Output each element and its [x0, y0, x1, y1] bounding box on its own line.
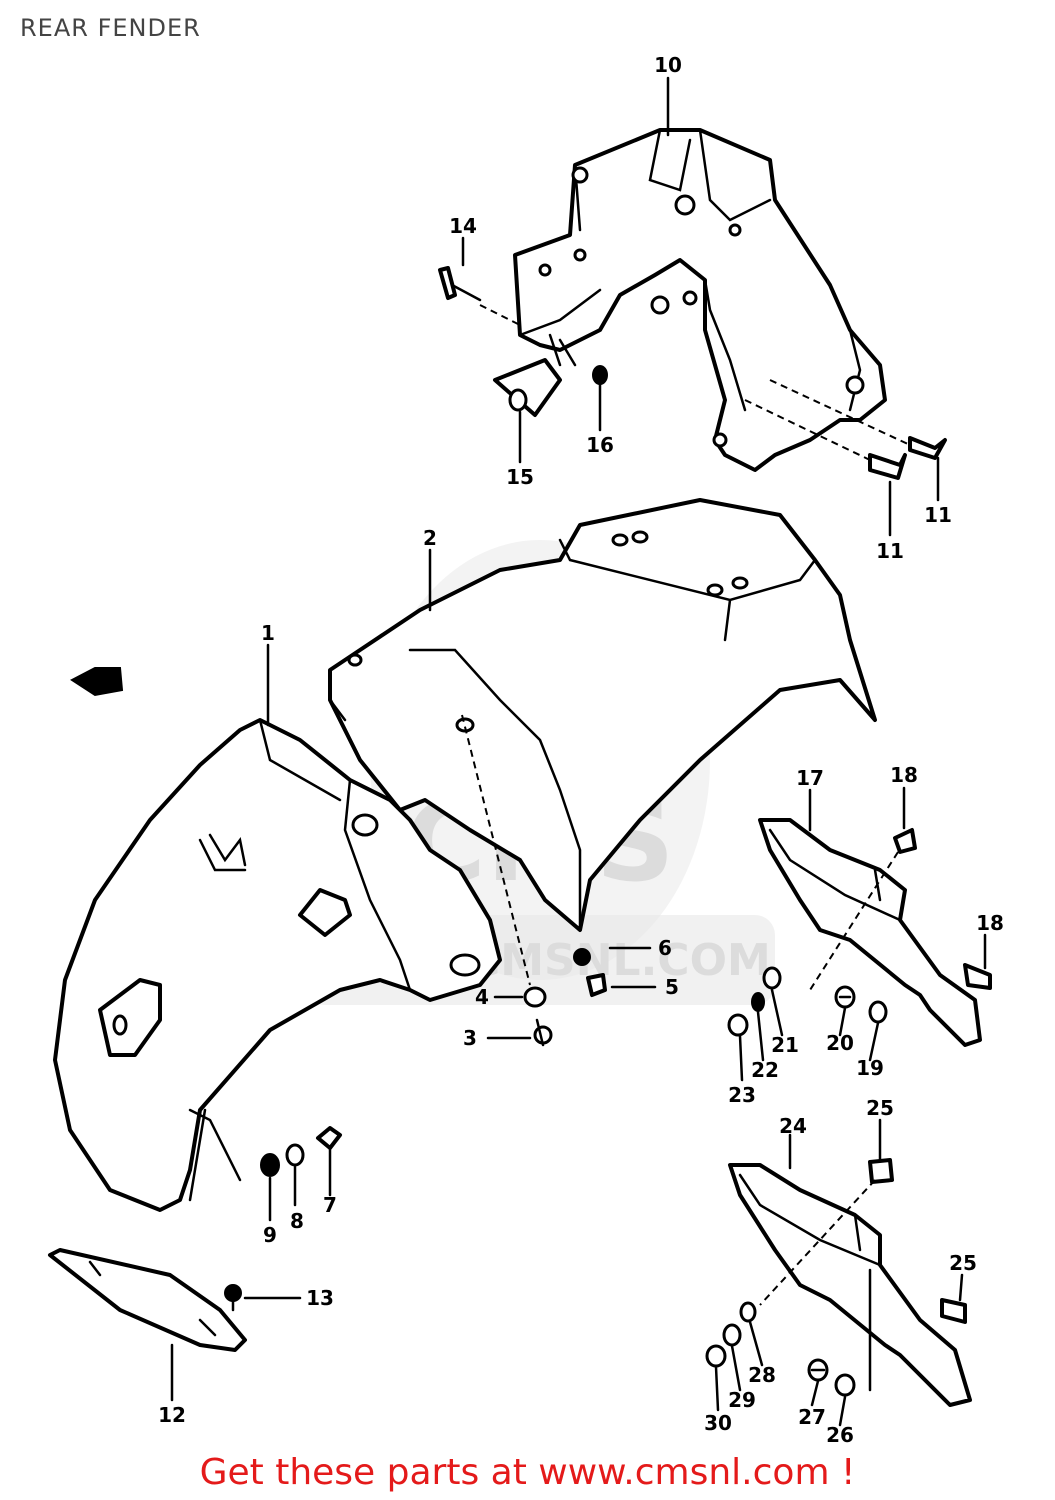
callout-6: 6 — [658, 936, 672, 960]
page-title: REAR FENDER — [20, 14, 201, 42]
callout-20: 20 — [826, 1031, 854, 1055]
callout-8: 8 — [290, 1209, 304, 1233]
callout-23: 23 — [728, 1083, 756, 1107]
callout-27: 27 — [798, 1405, 826, 1429]
callout-numbers: 1 2 3 4 5 6 7 8 9 10 11 11 12 13 14 15 1… — [158, 53, 1004, 1447]
callout-19: 19 — [856, 1056, 884, 1080]
callout-30: 30 — [704, 1411, 732, 1435]
callout-14: 14 — [449, 214, 477, 238]
callout-10: 10 — [654, 53, 682, 77]
callout-4: 4 — [475, 985, 489, 1009]
reflector-plate-part-12 — [48, 1248, 247, 1352]
callout-26: 26 — [826, 1423, 854, 1447]
callout-3: 3 — [463, 1026, 477, 1050]
callout-15: 15 — [506, 465, 534, 489]
callout-18b: 18 — [976, 911, 1004, 935]
callout-24: 24 — [779, 1114, 807, 1138]
callout-2: 2 — [423, 526, 437, 550]
callout-22: 22 — [751, 1058, 779, 1082]
callout-9: 9 — [263, 1223, 277, 1247]
callout-25a: 25 — [866, 1096, 894, 1120]
callout-11a: 11 — [924, 503, 952, 527]
rear-fender-lower-part-1 — [53, 718, 502, 1212]
callout-7: 7 — [323, 1193, 337, 1217]
parts-link-banner[interactable]: Get these parts at www.cmsnl.com ! — [199, 1452, 856, 1493]
callout-1: 1 — [261, 621, 275, 645]
hardware — [224, 266, 992, 1397]
tail-bracket-part-10 — [493, 128, 887, 472]
callout-28: 28 — [748, 1363, 776, 1387]
callout-17: 17 — [796, 766, 824, 790]
callout-29: 29 — [728, 1388, 756, 1412]
callout-12: 12 — [158, 1403, 186, 1427]
callout-16: 16 — [586, 433, 614, 457]
rear-fender-upper-part-2 — [328, 498, 877, 932]
leader-lines — [170, 76, 987, 1427]
callout-5: 5 — [665, 975, 679, 999]
callout-21: 21 — [771, 1033, 799, 1057]
callout-13: 13 — [306, 1286, 334, 1310]
front-direction-arrow-icon — [70, 667, 124, 697]
callout-11b: 11 — [876, 539, 904, 563]
callout-25b: 25 — [949, 1251, 977, 1275]
callout-18a: 18 — [890, 763, 918, 787]
